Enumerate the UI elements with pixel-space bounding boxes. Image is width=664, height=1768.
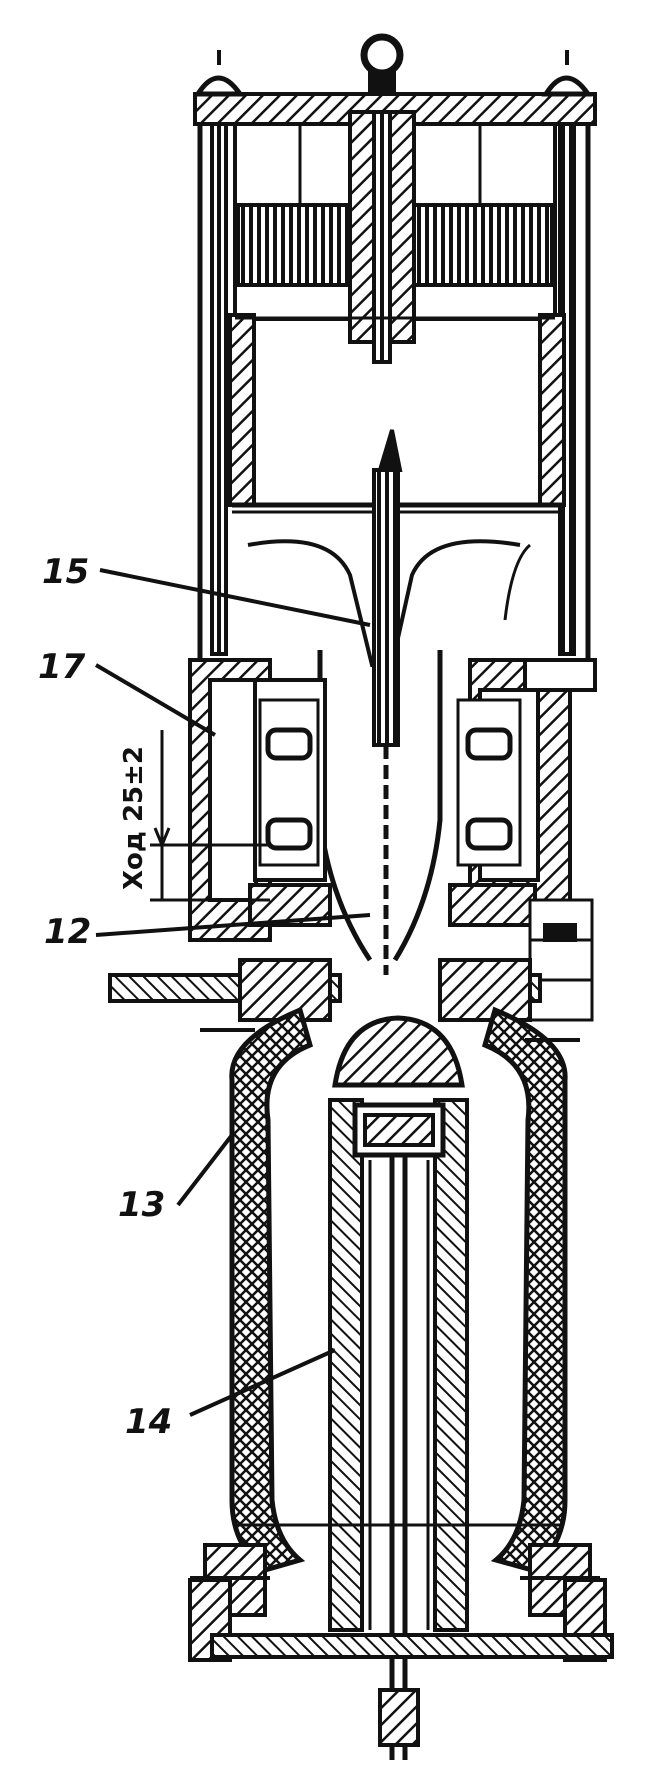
leader-14: [189, 1348, 336, 1417]
lower-column: [188, 1006, 614, 1760]
rod-15: [372, 468, 400, 747]
leader-13: [176, 1133, 234, 1207]
base-plate: [210, 1633, 614, 1659]
top-frame: [193, 33, 597, 660]
callout-13: 13: [118, 1185, 166, 1225]
callout-12: 12: [44, 912, 92, 952]
callout-14: 14: [125, 1402, 173, 1442]
dome: [332, 1015, 465, 1088]
lifting-eye: [360, 33, 404, 77]
middle-assembly: [108, 429, 597, 1022]
stroke-dimension-label: Ход 25±2: [119, 746, 149, 890]
leader-12: [95, 913, 371, 937]
leader-17: [94, 663, 217, 737]
leader-15: [99, 568, 371, 627]
leader-lines: [94, 568, 371, 1417]
callout-17: 17: [38, 647, 86, 687]
callout-15: 15: [42, 552, 90, 592]
